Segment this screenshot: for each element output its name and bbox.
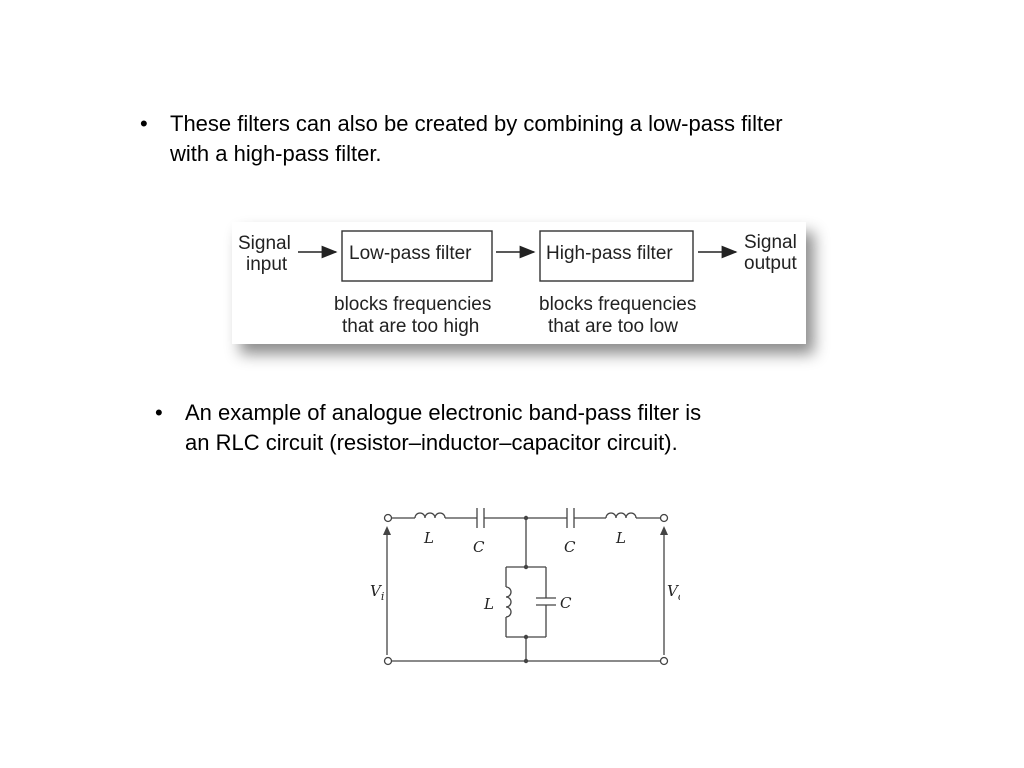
highpass-desc-1: blocks frequencies — [539, 294, 696, 315]
vout-arrowhead — [660, 526, 668, 535]
label-vout: Vo — [667, 582, 680, 603]
lowpass-title: Low-pass filter — [349, 243, 472, 264]
terminal-out-top — [659, 513, 669, 523]
junction-dot — [523, 564, 529, 570]
label-vin: Vi — [370, 582, 384, 603]
signal-output-label-2: output — [744, 253, 798, 274]
bullet-text-line: These filters can also be created by com… — [170, 111, 783, 136]
label-l-right: L — [615, 529, 626, 547]
bullet-marker: • — [140, 111, 148, 136]
terminal-in-top — [383, 513, 393, 523]
bullet-text: An example of analogue electronic band-p… — [185, 398, 701, 458]
bullet-rlc-example: • An example of analogue electronic band… — [155, 398, 815, 458]
bullet-text: These filters can also be created by com… — [170, 109, 783, 169]
filter-block-diagram: Signal input Low-pass filter High-pass f… — [232, 222, 806, 344]
label-l-shunt: L — [483, 595, 494, 613]
signal-output-label-1: Signal — [744, 232, 797, 253]
bullet-text-line: An example of analogue electronic band-p… — [185, 400, 702, 425]
vin-arrowhead — [383, 526, 391, 535]
signal-input-label-2: input — [246, 254, 288, 275]
lowpass-desc-1: blocks frequencies — [334, 294, 491, 315]
rlc-circuit-diagram: L C C L L C Vi Vo — [370, 508, 680, 666]
bullet-text-line: with a high-pass filter. — [170, 141, 382, 166]
lowpass-desc-2: that are too high — [342, 316, 479, 337]
terminal-out-bottom — [659, 656, 669, 666]
inductor-right — [605, 512, 637, 519]
terminal-in-bottom — [383, 656, 393, 666]
signal-input-label-1: Signal — [238, 233, 291, 254]
label-c-shunt: C — [560, 594, 572, 612]
inductor-shunt — [505, 586, 512, 618]
bullet-marker: • — [155, 400, 163, 425]
highpass-desc-2: that are too low — [548, 316, 678, 337]
highpass-box — [539, 230, 694, 282]
label-l-left: L — [423, 529, 434, 547]
bullet-text-line: an RLC circuit (resistor–inductor–capaci… — [185, 430, 678, 455]
label-c-right: C — [564, 538, 576, 556]
highpass-title: High-pass filter — [546, 243, 673, 264]
lowpass-box — [341, 230, 493, 282]
junction-dot — [523, 515, 529, 521]
junction-dot — [523, 634, 529, 640]
inductor-left — [414, 512, 446, 519]
bullet-combine-filters: • These filters can also be created by c… — [140, 109, 900, 169]
label-c-left: C — [473, 538, 485, 556]
junction-dot — [523, 658, 529, 664]
